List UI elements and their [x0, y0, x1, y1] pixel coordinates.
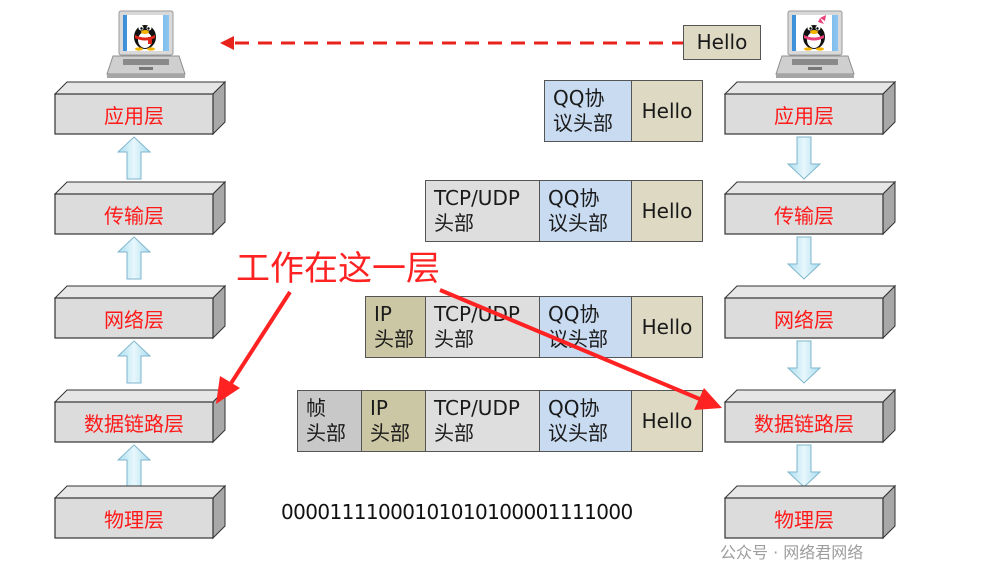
receiver-computer — [774, 10, 856, 80]
ip-header-text: IP 头部 — [370, 396, 410, 445]
frame-header: 帧 头部 — [297, 390, 363, 452]
layer-4: 物理层 — [723, 484, 897, 540]
layer-label: 网络层 — [774, 307, 834, 332]
ip-header: IP 头部 — [361, 390, 427, 452]
hello-payload-text: Hello — [641, 98, 693, 123]
down-arrow-icon — [786, 340, 822, 388]
ip-header: IP 头部 — [365, 296, 427, 358]
tcp-udp-header-text: TCP/UDP 头部 — [434, 302, 520, 351]
layer-4: 物理层 — [53, 484, 227, 540]
layer-1: 传输层 — [53, 180, 227, 236]
hello-payload-text: Hello — [641, 314, 693, 339]
layer-0: 应用层 — [723, 80, 897, 136]
qq-header-text: QQ协 议头部 — [553, 86, 613, 135]
tcp-udp-header-text: TCP/UDP 头部 — [434, 186, 520, 235]
tcp-udp-header: TCP/UDP 头部 — [425, 180, 541, 242]
watermark: 公众号 · 网络君网络 — [720, 543, 864, 562]
layer-label: 应用层 — [774, 103, 834, 128]
qq-header: QQ协 议头部 — [544, 80, 633, 142]
layer-label: 传输层 — [104, 203, 164, 228]
sender-computer — [105, 10, 187, 80]
layer-label: 数据链路层 — [754, 411, 854, 436]
up-arrow-icon — [116, 136, 152, 184]
layer-2: 网络层 — [53, 284, 227, 340]
tcp-udp-header-text: TCP/UDP 头部 — [434, 396, 520, 445]
down-arrow-icon — [786, 136, 822, 184]
qq-penguin-laptop-icon — [106, 10, 186, 78]
up-arrow-icon — [116, 340, 152, 388]
message-delivery-arrow — [220, 36, 686, 50]
qq-header-text: QQ协 议头部 — [548, 302, 608, 351]
layer-label: 传输层 — [774, 203, 834, 228]
hello-payload: Hello — [631, 180, 703, 242]
hello-payload: Hello — [631, 296, 703, 358]
annotation-label: 工作在这一层 — [236, 249, 440, 289]
layer-label: 物理层 — [104, 507, 164, 532]
layer-0: 应用层 — [53, 80, 227, 136]
frame-header-text: 帧 头部 — [306, 396, 346, 445]
hello-payload: Hello — [631, 390, 703, 452]
up-arrow-icon — [116, 236, 152, 284]
layer-3: 数据链路层 — [53, 388, 227, 444]
received-message-text: Hello — [696, 30, 748, 54]
layer-label: 物理层 — [774, 507, 834, 532]
hello-payload-text: Hello — [641, 408, 693, 433]
bitstream: 00001111000101010100001111000 — [281, 500, 633, 524]
layer-label: 网络层 — [104, 307, 164, 332]
hello-payload-text: Hello — [641, 198, 693, 223]
qq-header: QQ协 议头部 — [539, 390, 633, 452]
layer-label: 数据链路层 — [84, 411, 184, 436]
tcp-udp-header: TCP/UDP 头部 — [425, 390, 541, 452]
tcp-udp-header: TCP/UDP 头部 — [425, 296, 541, 358]
layer-label: 应用层 — [104, 103, 164, 128]
qq-header-text: QQ协 议头部 — [548, 396, 608, 445]
down-arrow-icon — [786, 236, 822, 284]
arrow-to-sender-datalink — [216, 290, 292, 404]
qq-penguin-female-laptop-icon — [775, 10, 855, 78]
qq-header: QQ协 议头部 — [539, 180, 633, 242]
qq-header-text: QQ协 议头部 — [548, 186, 608, 235]
up-arrow-icon — [116, 444, 152, 492]
layer-3: 数据链路层 — [723, 388, 897, 444]
hello-payload: Hello — [631, 80, 703, 142]
ip-header-text: IP 头部 — [374, 302, 414, 351]
down-arrow-icon — [786, 444, 822, 492]
layer-2: 网络层 — [723, 284, 897, 340]
received-message: Hello — [683, 25, 761, 60]
qq-header: QQ协 议头部 — [539, 296, 633, 358]
layer-1: 传输层 — [723, 180, 897, 236]
